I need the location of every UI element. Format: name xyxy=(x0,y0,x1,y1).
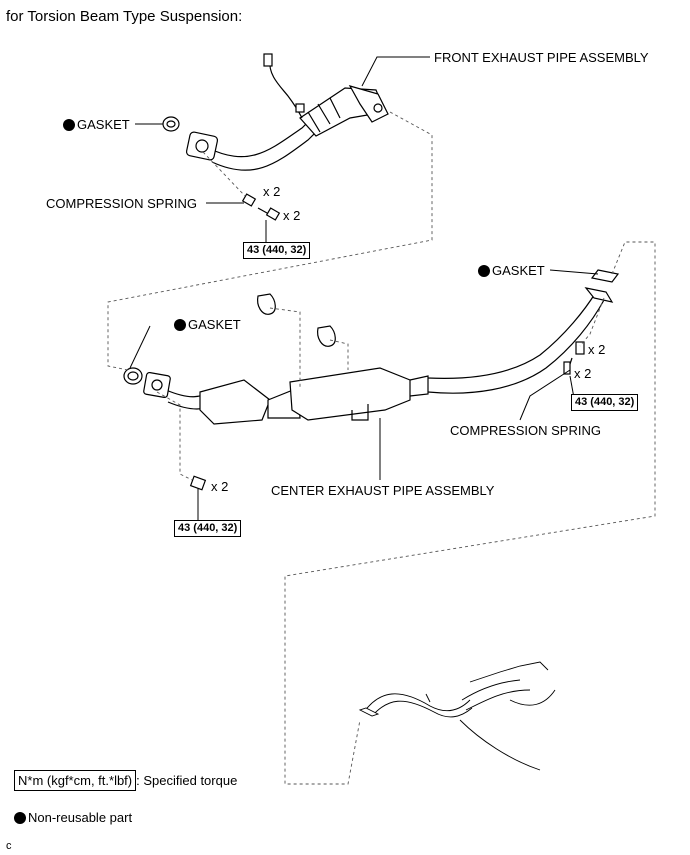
non-reusable-marker xyxy=(14,811,26,824)
label-center-exhaust-pipe: CENTER EXHAUST PIPE ASSEMBLY xyxy=(271,483,495,498)
label-bolt-qty: x 2 xyxy=(283,208,301,223)
legend-torque: N*m (kgf*cm, ft.*lbf): Specified torque xyxy=(14,770,238,791)
front-spring-bolt xyxy=(241,193,281,221)
hangers xyxy=(257,293,336,347)
label-spring-qty: x 2 xyxy=(263,184,281,199)
label-front-exhaust-pipe: FRONT EXHAUST PIPE ASSEMBLY xyxy=(434,50,649,65)
label-compression-spring-upper: COMPRESSION SPRING xyxy=(46,196,197,211)
label-rear-spring-qty: x 2 xyxy=(588,342,606,357)
front-gasket xyxy=(162,116,180,132)
label-mid-gasket: GASKET xyxy=(174,318,241,332)
vehicle-inset xyxy=(358,661,556,771)
rear-spring-bolt xyxy=(563,341,585,375)
lower-bolt xyxy=(189,475,207,491)
gasket-text: GASKET xyxy=(77,117,130,132)
front-exhaust-pipe xyxy=(185,53,389,171)
label-rear-bolt-qty: x 2 xyxy=(574,366,592,381)
legend-torque-box: N*m (kgf*cm, ft.*lbf) xyxy=(14,770,137,791)
non-reusable-marker xyxy=(63,118,75,131)
non-reusable-marker xyxy=(174,318,186,331)
torque-spec-rear: 43 (440, 32) xyxy=(571,394,639,411)
label-front-gasket: GASKET xyxy=(63,118,130,132)
legend-non-reusable-text: Non-reusable part xyxy=(28,810,133,825)
center-exhaust-pipe xyxy=(143,287,614,425)
non-reusable-marker xyxy=(478,264,490,277)
torque-spec-lower: 43 (440, 32) xyxy=(174,520,242,537)
label-lower-bolt-qty: x 2 xyxy=(211,479,229,494)
label-compression-spring-lower: COMPRESSION SPRING xyxy=(450,423,601,438)
rear-gasket xyxy=(590,269,620,283)
diagram-heading: for Torsion Beam Type Suspension: xyxy=(6,8,243,25)
legend-non-reusable: Non-reusable part xyxy=(14,811,132,825)
gasket-text: GASKET xyxy=(188,317,241,332)
mid-gasket xyxy=(123,367,143,385)
footer-code: c xyxy=(6,840,12,852)
label-rear-gasket: GASKET xyxy=(478,264,545,278)
gasket-text: GASKET xyxy=(492,263,545,278)
torque-spec-upper: 43 (440, 32) xyxy=(243,242,311,259)
legend-torque-desc: : Specified torque xyxy=(136,773,238,788)
